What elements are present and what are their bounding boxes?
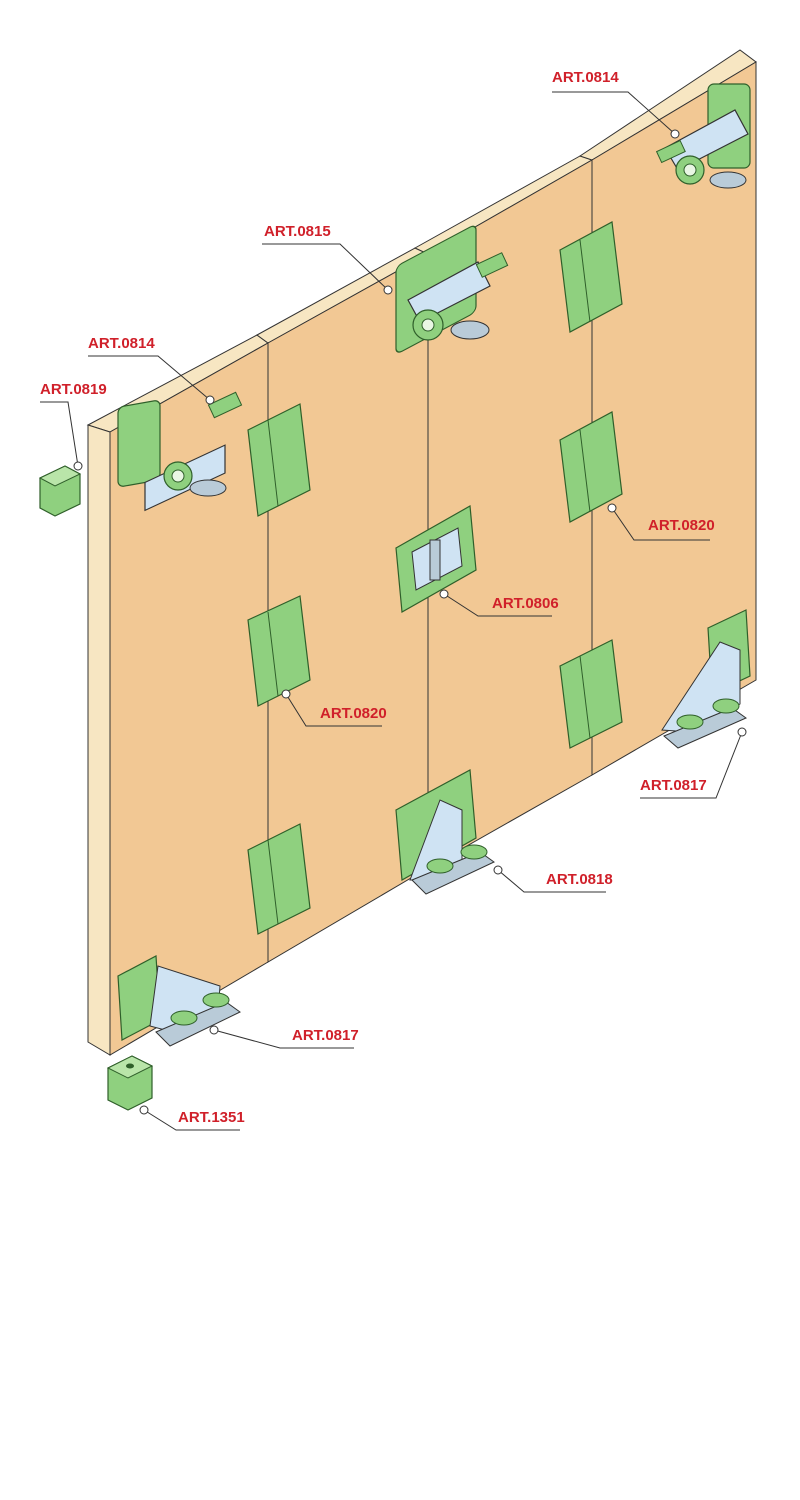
- label-art0817-right: ART.0817: [640, 777, 707, 794]
- leader-art0818: [497, 869, 606, 893]
- label-art0819: ART.0819: [40, 381, 107, 398]
- panel-4-face: [591, 61, 757, 776]
- trolley-art0814-left: [117, 391, 243, 512]
- bottom-guide-art0818: [395, 769, 495, 895]
- hinge-art0820-p1-lower: [247, 823, 311, 935]
- hinge-art0820-p3-middle: [559, 411, 623, 523]
- leader-art0817-right: [640, 731, 743, 799]
- label-art1351: ART.1351: [178, 1109, 245, 1126]
- leader-art0814-left: [88, 355, 211, 401]
- leader-art0820-left: [285, 693, 382, 727]
- leader-lines: [40, 91, 743, 1131]
- hinge-art0820-p1-upper: [247, 403, 311, 517]
- leader-art0817-bottom: [213, 1029, 354, 1049]
- leader-art0806: [443, 593, 552, 617]
- leader-art0814-top: [552, 91, 676, 135]
- bottom-guide-art0817-right: [661, 609, 751, 749]
- label-art0814-top: ART.0814: [552, 69, 619, 86]
- trolley-art0815: [395, 225, 509, 353]
- label-art0820-right: ART.0820: [648, 517, 715, 534]
- leader-art0815: [262, 243, 389, 291]
- label-art0806: ART.0806: [492, 595, 559, 612]
- end-cap-art0819: [38, 465, 82, 517]
- leader-art0819: [40, 401, 79, 467]
- label-art0817-bottom: ART.0817: [292, 1027, 359, 1044]
- bottom-guide-art0817-left: [117, 955, 241, 1047]
- panel-1-side-edge: [87, 424, 111, 1056]
- pivot-hinge-art0806: [395, 505, 477, 613]
- hinge-art0820-p3-lower: [559, 639, 623, 749]
- trolley-art0814-right: [655, 83, 751, 189]
- hinge-art0820-p3-upper: [559, 221, 623, 333]
- label-art0818: ART.0818: [546, 871, 613, 888]
- hardware-parts: [38, 83, 751, 1111]
- leader-art1351: [143, 1109, 240, 1131]
- leader-art0820-right: [611, 507, 710, 541]
- label-art0820-left: ART.0820: [320, 705, 387, 722]
- label-art0815: ART.0815: [264, 223, 331, 240]
- floor-stop-art1351: [106, 1055, 154, 1111]
- label-art0814-left: ART.0814: [88, 335, 155, 352]
- part-labels: ART.0814 ART.0815 ART.0814 ART.0819 ART.…: [40, 69, 715, 1126]
- leader-end-circles: [73, 129, 747, 1115]
- hinge-art0820-p1-middle: [247, 595, 311, 707]
